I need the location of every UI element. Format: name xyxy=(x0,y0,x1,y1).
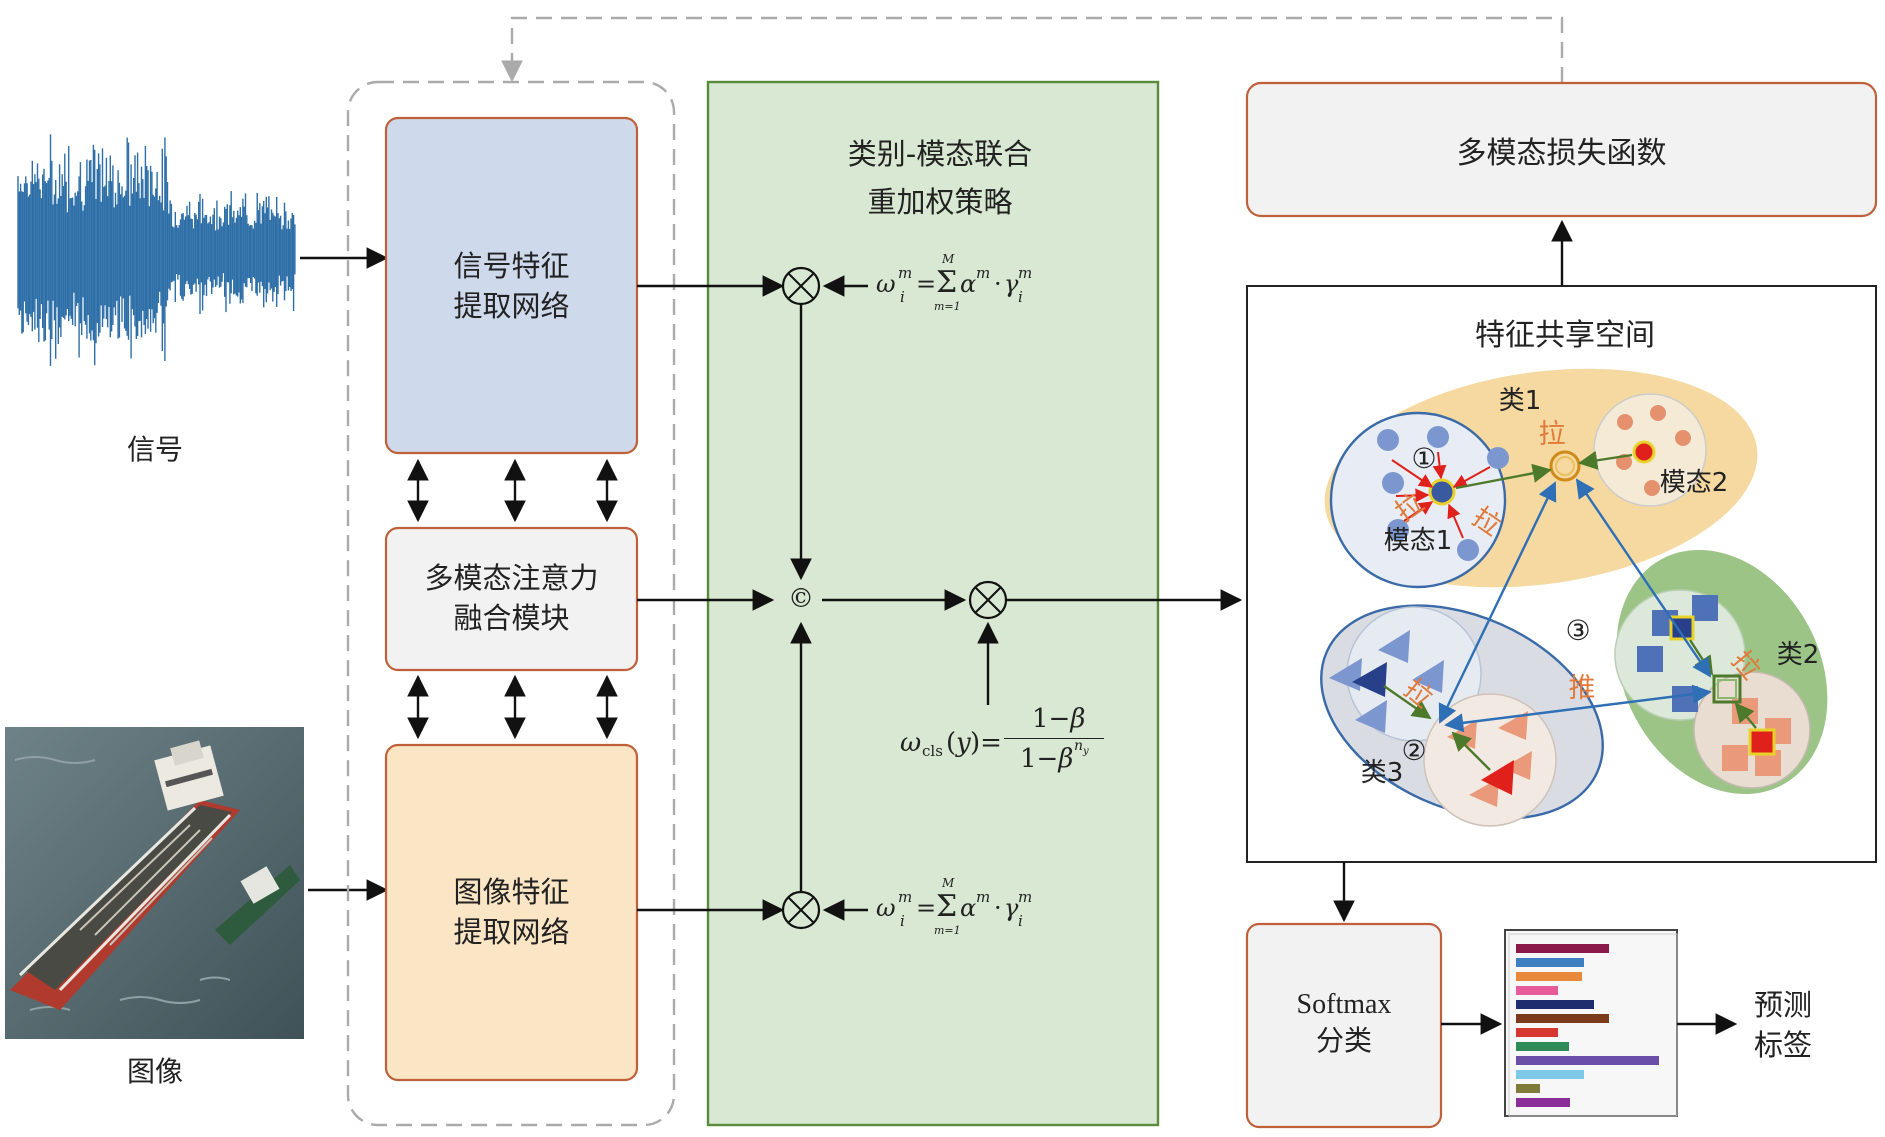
class-weight-formula: ω cls ( y )= 1−β 1−β ny xyxy=(900,700,1110,780)
softmax-box xyxy=(1245,922,1443,1129)
image-label: 图像 xyxy=(126,1055,183,1088)
output-bar xyxy=(1516,1070,1584,1079)
output-bar xyxy=(1516,1028,1558,1037)
output-bar xyxy=(1516,1000,1594,1009)
pull-label-class1: 拉 xyxy=(1538,419,1566,450)
output-bar xyxy=(1516,1056,1659,1065)
softmax-label: Softmax 分类 xyxy=(1296,989,1392,1057)
output-bar xyxy=(1516,1014,1609,1023)
signal-label: 信号 xyxy=(126,433,183,466)
push-label: 推 xyxy=(1568,673,1596,704)
omega-formula-top: ω m i = Σ M m=1 α m · γ m i xyxy=(876,252,1033,313)
strategy-title: 类别-模态联合 重加权策略 xyxy=(847,137,1033,219)
signal-waveform xyxy=(17,134,296,366)
output-bar xyxy=(1516,1042,1569,1051)
modality1-label: 模态1 xyxy=(1383,526,1453,556)
class1-label: 类1 xyxy=(1498,386,1542,416)
image-extractor-label: 图像特征 提取网络 xyxy=(453,875,570,949)
omega-formula-bottom: ω m i = Σ M m=1 α m · γ m i xyxy=(876,876,1033,937)
output-bar xyxy=(1516,958,1584,967)
output-bar xyxy=(1516,972,1582,981)
marker-2: ② xyxy=(1401,734,1427,767)
loss-function-box xyxy=(1245,81,1878,218)
signal-extractor-label: 信号特征 提取网络 xyxy=(453,249,570,323)
modality2-label: 模态2 xyxy=(1659,468,1729,498)
modality1-center xyxy=(1428,478,1456,506)
modality2-center xyxy=(1632,440,1656,464)
marker-3: ③ xyxy=(1565,614,1591,647)
output-bar xyxy=(1516,944,1609,953)
feature-space-title: 特征共享空间 xyxy=(1475,318,1655,353)
output-bar xyxy=(1516,1098,1570,1107)
image-extractor-box xyxy=(384,743,639,1082)
output-bar xyxy=(1516,986,1558,995)
loss-function-label: 多模态损失函数 xyxy=(1456,135,1667,171)
fusion-module-label: 多模态注意力 融合模块 xyxy=(424,561,599,635)
predicted-label-text: 预测 标签 xyxy=(1753,988,1812,1062)
concat-symbol: © xyxy=(788,584,814,614)
class3-label: 类3 xyxy=(1360,758,1404,788)
marker-1: ① xyxy=(1411,442,1437,475)
strategy-panel xyxy=(706,80,1160,1127)
output-bar xyxy=(1516,1084,1540,1093)
class2-label: 类2 xyxy=(1776,640,1820,670)
ship-image xyxy=(5,727,304,1039)
